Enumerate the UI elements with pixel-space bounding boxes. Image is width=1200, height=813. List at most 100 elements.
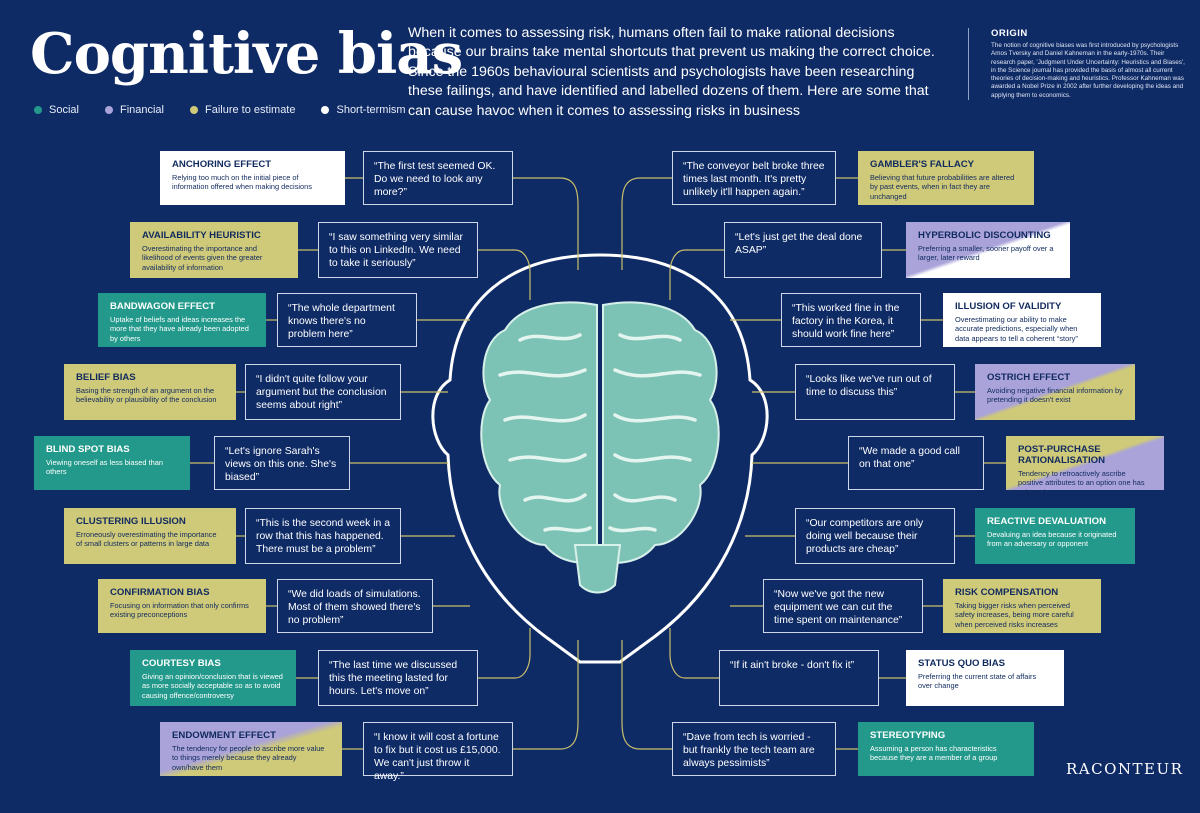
bias-quote-risk-compensation: “Now we've got the new equipment we can … [763,579,923,633]
bias-card-status-quo-bias: STATUS QUO BIAS Preferring the current st… [906,650,1064,706]
bias-description: Believing that future probabilities are … [870,173,1015,201]
bias-name: COURTESY BIAS [142,658,221,669]
social-dot-icon [34,106,42,114]
legend-item-financial: Financial [104,104,164,116]
bias-description: Focusing on information that only confir… [110,601,249,620]
bias-quote-status-quo-bias: “If it ain't broke - don't fix it” [719,650,879,706]
brand-logo: RACONTEUR [1066,760,1184,778]
intro-text: When it comes to assessing risk, humans … [408,25,935,119]
bias-card-stereotyping: STEREOTYPING Assuming a person has charac… [858,722,1034,776]
bias-description: Tendency to retroactively ascribe positi… [1018,469,1145,497]
origin-heading: ORIGIN [991,28,1028,39]
bias-quote-post-purchase-rationalisation: “We made a good call on that one” [848,436,984,490]
bias-card-clustering-illusion: CLUSTERING ILLUSION Erroneously overestim… [64,508,236,564]
connector-line [513,177,579,270]
bias-quote-courtesy-bias: “The last time we discussed this the mee… [318,650,478,706]
bias-name: GAMBLER'S FALLACY [870,159,975,170]
legend-label: Short-termism [336,104,406,116]
bias-name: OSTRICH EFFECT [987,372,1071,383]
connector-line [513,640,579,750]
bias-name: AVAILABILITY HEURISTIC [142,230,261,241]
failure-dot-icon [190,106,198,114]
bias-description: Preferring a smaller, sooner payoff over… [918,244,1054,263]
bias-card-ostrich-effect: OSTRICH EFFECT Avoiding negative financia… [975,364,1135,420]
bias-card-endowment-effect: ENDOWMENT EFFECT The tendency for people … [160,722,342,776]
legend-label: Failure to estimate [205,104,296,116]
bias-card-confirmation-bias: CONFIRMATION BIAS Focusing on information… [98,579,266,633]
bias-name: ENDOWMENT EFFECT [172,730,276,741]
financial-dot-icon [104,106,113,114]
connector-line [478,249,531,300]
bias-name: POST-PURCHASE RATIONALISATION [1018,444,1106,466]
bias-name: REACTIVE DEVALUATION [987,516,1107,527]
head-outline [431,253,769,664]
legend-item-social: Social [34,104,79,116]
bias-description: Preferring the current state of affairs … [918,672,1037,691]
bias-card-anchoring-effect: ANCHORING EFFECT Relying too much on the … [160,151,345,205]
bias-quote-endowment-effect: “I know it will cost a fortune to fix bu… [363,722,513,782]
bias-description: Overestimating our ability to make accur… [955,315,1078,343]
bias-quote-blind-spot-bias: “Let's ignore Sarah's views on this one.… [214,436,350,490]
bias-description: The tendency for people to ascribe more … [172,744,325,772]
bias-card-illusion-of-validity: ILLUSION OF VALIDITY Overestimating our a… [943,293,1101,347]
bias-name: ILLUSION OF VALIDITY [955,301,1062,312]
legend: Social Financial Failure to estimate Sho… [34,104,406,116]
legend-item-short-termism: Short-termism [321,104,406,116]
bias-description: Uptake of beliefs and ideas increases th… [110,315,249,343]
legend-label: Financial [119,104,164,116]
bias-description: Erroneously overestimating the importanc… [76,530,217,549]
page-title: Cognitive bias [30,21,463,87]
bias-description: Devaluing an idea because it originated … [987,530,1117,549]
bias-quote-belief-bias: “I didn't quite follow your argument but… [245,364,401,420]
bias-description: Avoiding negative financial information … [987,386,1123,405]
bias-name: RISK COMPENSATION [955,587,1059,598]
bias-quote-availability-heuristic: “I saw something very similar to this on… [318,222,478,278]
bias-name: CLUSTERING ILLUSION [76,516,186,527]
connector-line [478,628,531,679]
bias-name: STEREOTYPING [870,730,946,741]
bias-card-risk-compensation: RISK COMPENSATION Taking bigger risks whe… [943,579,1101,633]
connector-line [621,177,672,270]
bias-name: CONFIRMATION BIAS [110,587,210,598]
connector-line [669,249,724,300]
bias-card-hyperbolic-discounting: HYPERBOLIC DISCOUNTING Preferring a small… [906,222,1070,278]
bias-quote-confirmation-bias: “We did loads of simulations. Most of th… [277,579,433,633]
bias-card-availability-heuristic: AVAILABILITY HEURISTIC Overestimating the… [130,222,298,278]
bias-quote-anchoring-effect: “The first test seemed OK. Do we need to… [363,151,513,205]
bias-description: Overestimating the importance and likeli… [142,244,263,272]
bias-description: Relying too much on the initial piece of… [172,173,312,192]
bias-card-reactive-devaluation: REACTIVE DEVALUATION Devaluing an idea be… [975,508,1135,564]
bias-description: Assuming a person has characteristics be… [870,744,998,763]
bias-name: ANCHORING EFFECT [172,159,272,170]
bias-description: Taking bigger risks when perceived safet… [955,601,1074,629]
bias-card-belief-bias: BELIEF BIAS Basing the strength of an arg… [64,364,236,420]
bias-description: Basing the strength of an argument on th… [76,386,217,405]
bias-quote-clustering-illusion: “This is the second week in a row that t… [245,508,401,564]
origin-text: The notion of cognitive biases was first… [991,42,1185,99]
bias-description: Giving an opinion/conclusion that is vie… [142,672,283,700]
legend-label: Social [49,104,79,116]
bias-quote-gambler-s-fallacy: “The conveyor belt broke three times las… [672,151,836,205]
bias-quote-hyperbolic-discounting: “Let's just get the deal done ASAP” [724,222,882,278]
connector-line [621,640,672,750]
connector-line [669,628,719,679]
bias-card-post-purchase-rationalisation: POST-PURCHASE RATIONALISATION Tendency to… [1006,436,1164,497]
bias-card-gambler-s-fallacy: GAMBLER'S FALLACY Believing that future p… [858,151,1034,205]
bias-name: HYPERBOLIC DISCOUNTING [918,230,1051,241]
brain-illustration [480,301,720,594]
bias-card-courtesy-bias: COURTESY BIAS Giving an opinion/conclusio… [130,650,296,706]
origin-box: ORIGIN The notion of cognitive biases wa… [968,28,1187,101]
bias-quote-reactive-devaluation: “Our competitors are only doing well bec… [795,508,955,564]
bias-quote-ostrich-effect: “Looks like we've run out of time to dis… [795,364,955,420]
bias-name: BELIEF BIAS [76,372,136,383]
bias-quote-bandwagon-effect: “The whole department knows there's no p… [277,293,417,347]
short-termism-dot-icon [321,106,330,114]
bias-name: BLIND SPOT BIAS [46,444,130,455]
bias-name: STATUS QUO BIAS [918,658,1006,669]
bias-card-blind-spot-bias: BLIND SPOT BIAS Viewing oneself as less b… [34,436,190,490]
bias-description: Viewing oneself as less biased than othe… [46,458,163,477]
bias-quote-illusion-of-validity: “This worked fine in the factory in the … [781,293,921,347]
